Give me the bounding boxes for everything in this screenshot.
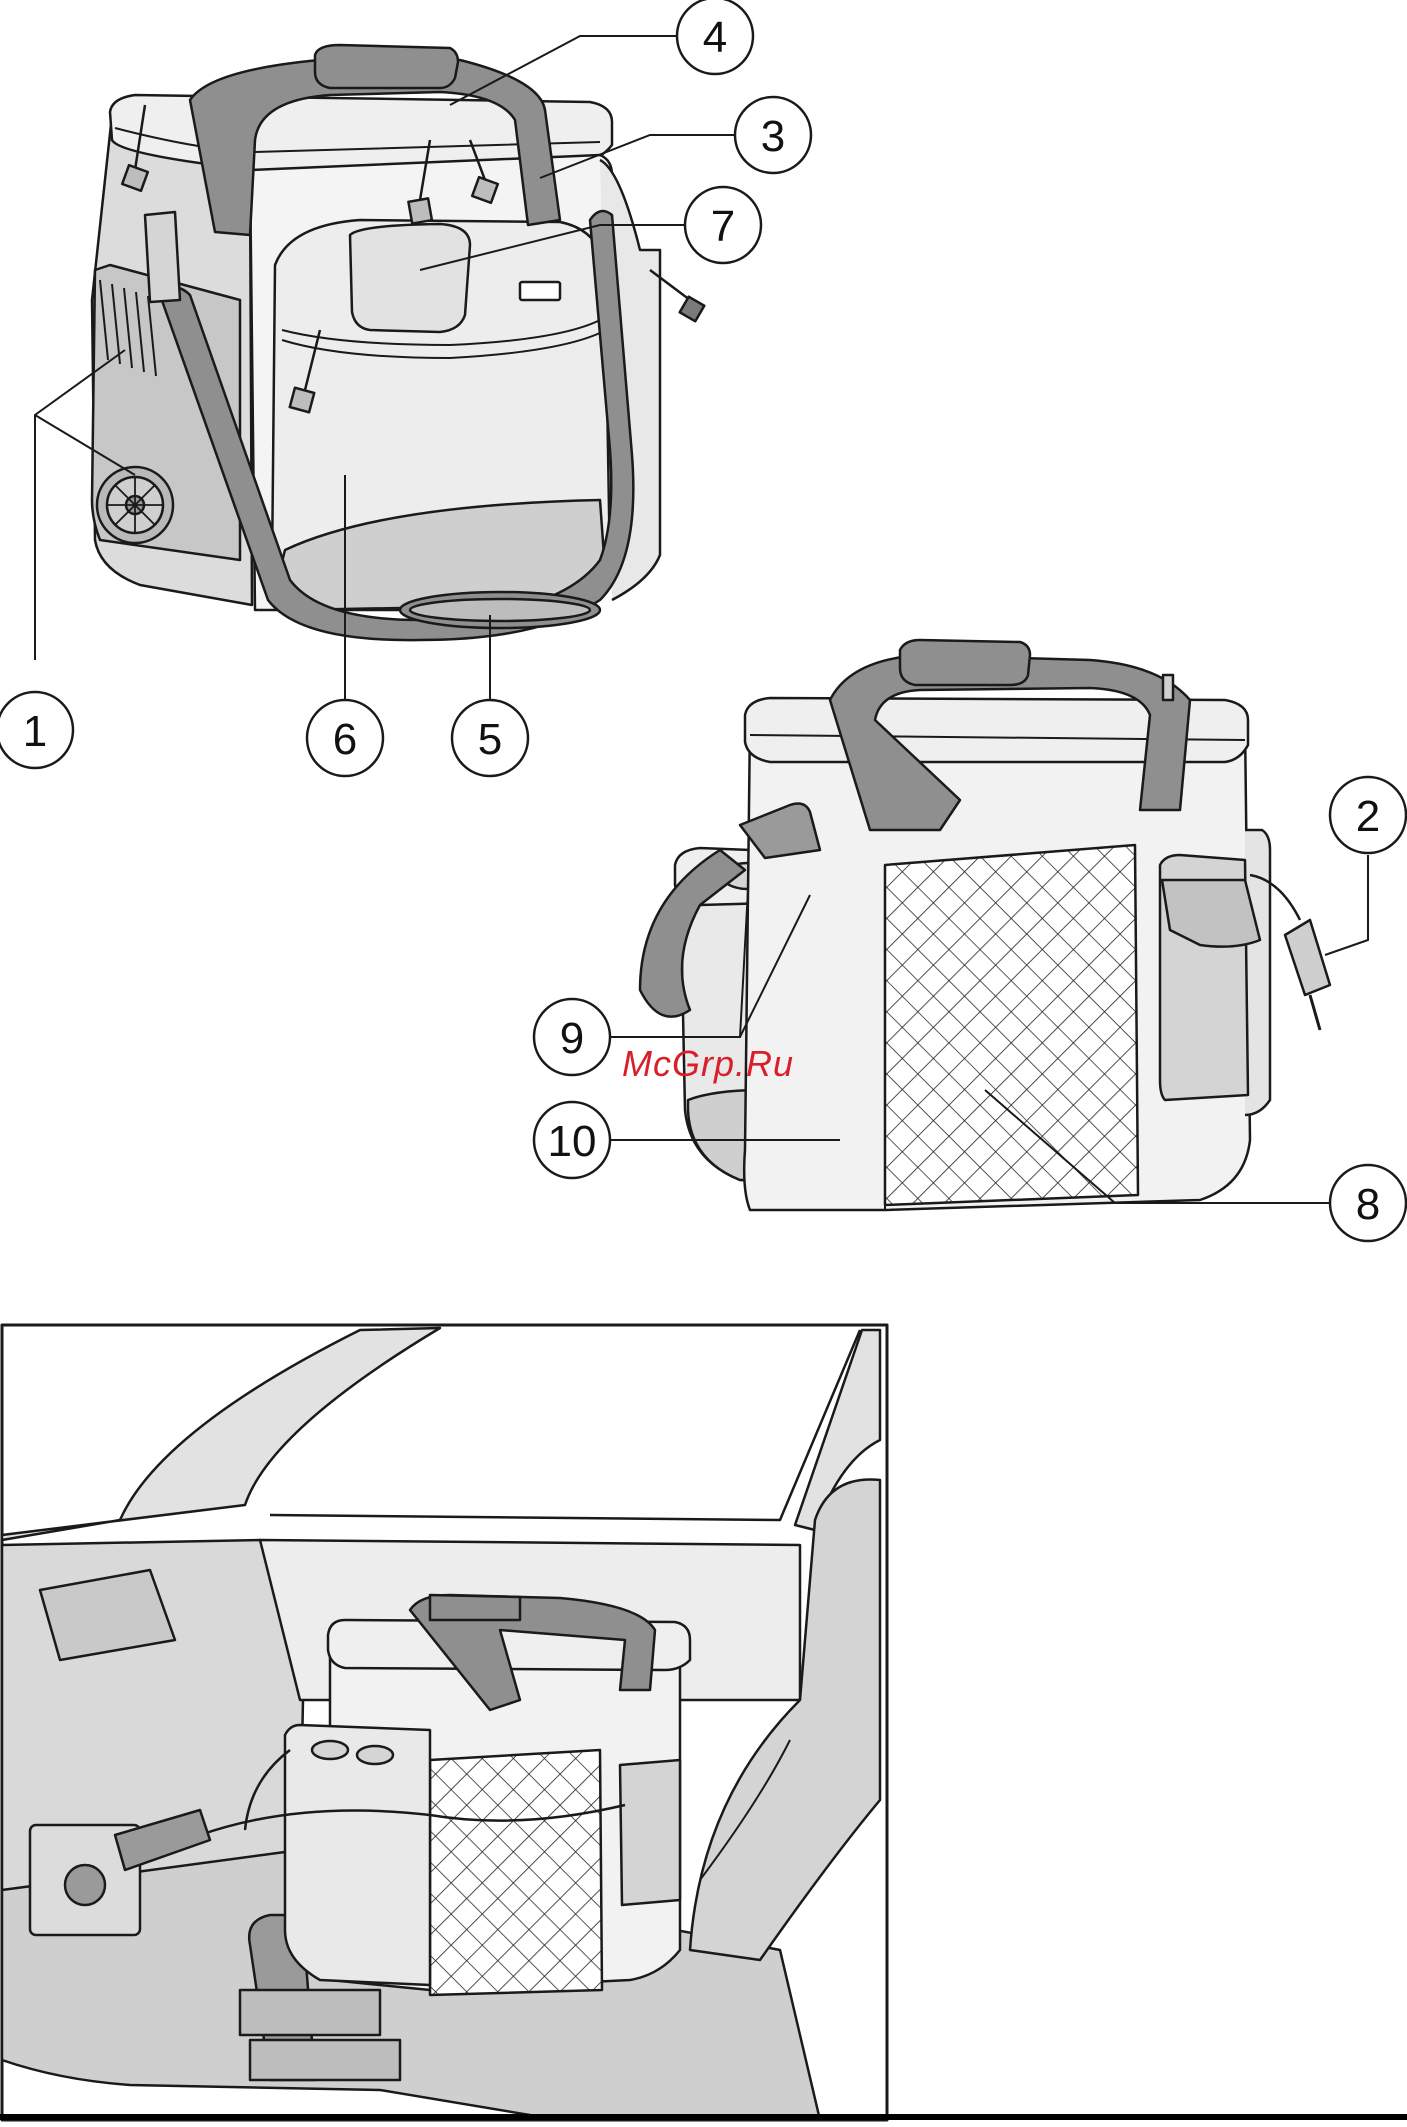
callout-4: 4 bbox=[677, 0, 753, 74]
callout-7: 7 bbox=[685, 187, 761, 263]
fan-icon bbox=[97, 467, 173, 543]
bottom-rule bbox=[0, 2114, 1407, 2120]
svg-text:2: 2 bbox=[1356, 792, 1380, 841]
callout-3: 3 bbox=[735, 97, 811, 173]
callout-8: 8 bbox=[1330, 1165, 1406, 1241]
callout-9: 9 bbox=[534, 999, 610, 1075]
callout-5: 5 bbox=[452, 700, 528, 776]
car-interior-scene bbox=[2, 1325, 887, 2120]
callout-2: 2 bbox=[1330, 777, 1406, 853]
svg-text:4: 4 bbox=[703, 13, 727, 62]
svg-text:8: 8 bbox=[1356, 1180, 1380, 1229]
svg-text:3: 3 bbox=[761, 112, 785, 161]
watermark-text: McGrp.Ru bbox=[622, 1043, 794, 1084]
svg-text:9: 9 bbox=[560, 1014, 584, 1063]
callout-10: 10 bbox=[534, 1102, 610, 1178]
cooler-front-view bbox=[92, 45, 704, 640]
svg-text:10: 10 bbox=[548, 1117, 597, 1166]
svg-text:6: 6 bbox=[333, 715, 357, 764]
svg-text:1: 1 bbox=[23, 707, 47, 756]
svg-text:5: 5 bbox=[478, 715, 502, 764]
callout-1: 1 bbox=[0, 692, 73, 768]
callout-6: 6 bbox=[307, 700, 383, 776]
cooler-rear-view bbox=[640, 640, 1330, 1210]
svg-text:7: 7 bbox=[711, 202, 735, 251]
